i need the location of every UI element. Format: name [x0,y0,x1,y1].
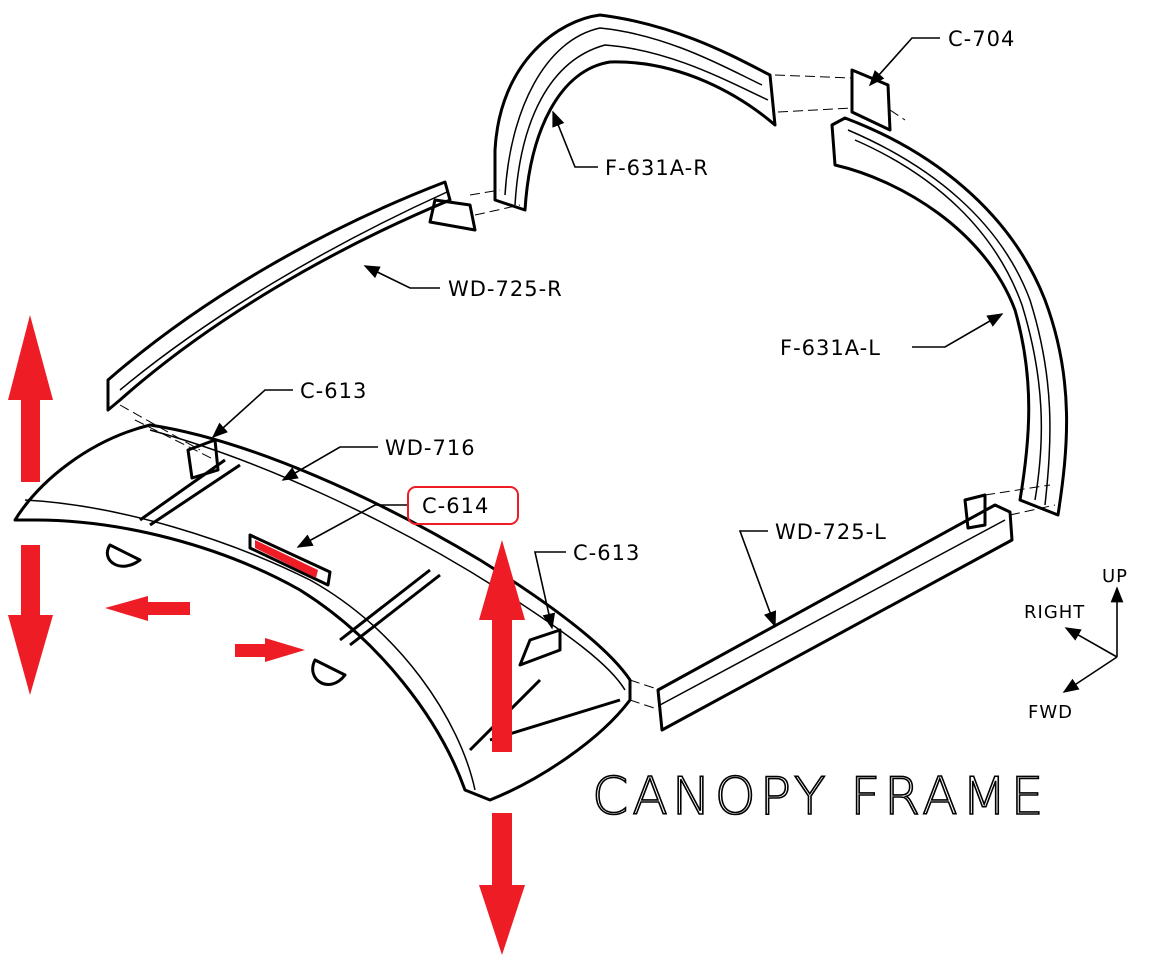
red-arrows [8,315,525,955]
axis-up-label: UP [1102,566,1128,587]
arrow-down-left-icon [8,545,53,695]
axis-fwd-label: FWD [1028,702,1073,723]
arrow-left-icon [105,596,190,621]
part-wd716 [13,404,661,802]
arrow-up-left-icon [8,315,53,482]
diagram-title: CANOPY FRAME [592,767,1047,827]
label-f631a-l: F-631A-L [780,336,881,360]
label-c613-lower: C-613 [573,541,640,565]
label-c614: C-614 [422,494,489,518]
label-wd725-r: WD-725-R [448,277,563,301]
label-c704: C-704 [948,27,1015,51]
part-f631a-l [830,116,1069,517]
part-wd725-l [656,484,1056,732]
arrow-up-center-icon [479,540,525,752]
orientation-axes [1062,586,1124,693]
axis-right-label: RIGHT [1024,602,1085,623]
arrow-down-center-icon [479,813,525,955]
label-c613-upper: C-613 [300,379,367,403]
label-wd725-l: WD-725-L [775,520,887,544]
part-f631a-r [493,13,777,212]
part-wd725-r [106,180,521,412]
part-c614 [248,533,332,587]
leader-lines [211,37,1004,630]
part-c613 [186,438,562,667]
arrow-right-icon [235,638,305,662]
c614-highlight-box [407,486,519,525]
label-f631a-r: F-631A-R [605,156,709,180]
label-wd716: WD-716 [385,436,476,460]
